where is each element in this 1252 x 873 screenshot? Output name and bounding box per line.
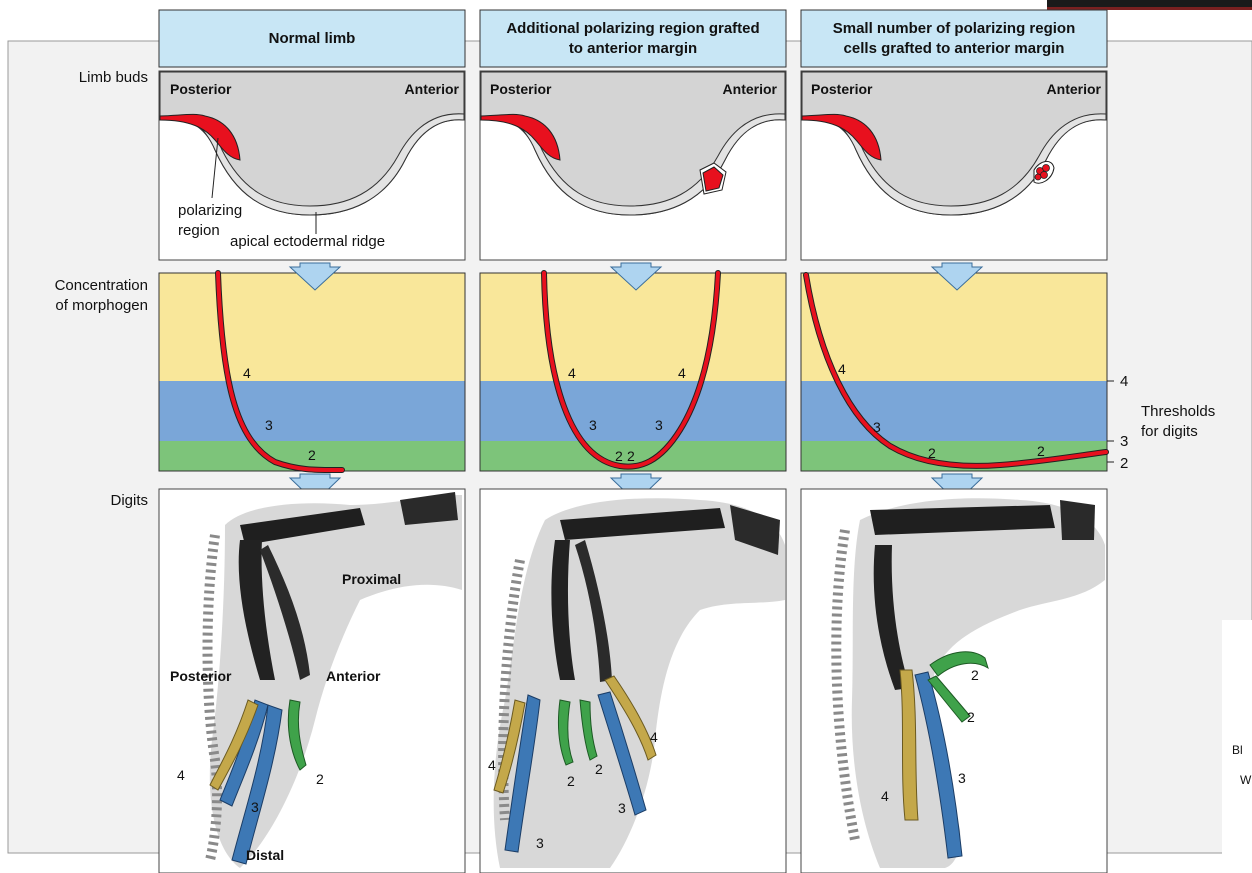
photo2-digit-2a: 2 [567, 773, 575, 789]
header-col1: Normal limb [159, 10, 465, 67]
photo1-posterior: Posterior [170, 668, 232, 684]
header-col2-line1: Additional polarizing region grafted [506, 20, 759, 37]
photo3-digit-4: 4 [881, 788, 889, 804]
right-edge-panel [1222, 620, 1252, 860]
threshold-3: 3 [1120, 433, 1128, 450]
concentration-panel-1: 4 3 2 [159, 273, 465, 471]
limb-bud-panel-1: Posterior Anterior polarizing region api… [159, 71, 465, 260]
polarizing-label-1: polarizing [178, 202, 242, 219]
photo3-digit-2a: 2 [971, 667, 979, 683]
limb-bud-panel-2: Posterior Anterior [480, 71, 786, 260]
header-col2-line2: to anterior margin [569, 40, 697, 57]
curve1-label-3: 3 [265, 417, 273, 433]
curve1-label-2: 2 [308, 447, 316, 463]
digits-photo-2: 4 2 2 3 3 4 [480, 489, 786, 873]
bud2-anterior: Anterior [723, 81, 778, 97]
bud1-posterior: Posterior [170, 81, 232, 97]
header-col3: Small number of polarizing region cells … [801, 10, 1107, 67]
curve2-label-4b: 4 [678, 365, 686, 381]
row-label-concentration-1: Concentration [55, 277, 148, 294]
curve3-label-2b: 2 [1037, 443, 1045, 459]
photo1-digit-2: 2 [316, 771, 324, 787]
edge-text-b: W [1240, 773, 1252, 787]
row-label-concentration-2: of morphogen [55, 297, 148, 314]
concentration-panel-2: 4 3 2 2 3 4 [480, 273, 786, 471]
curve1-label-4: 4 [243, 365, 251, 381]
digits-photo-3: 2 2 3 4 [801, 489, 1107, 873]
limb-bud-panel-3: Posterior Anterior [801, 71, 1107, 260]
edge-text-a: Bl [1232, 743, 1243, 757]
polarizing-label-2: region [178, 222, 220, 239]
thresholds-title-2: for digits [1141, 423, 1198, 440]
thresholds-title-1: Thresholds [1141, 403, 1215, 420]
curve2-label-3a: 3 [589, 417, 597, 433]
threshold-2: 2 [1120, 455, 1128, 472]
photo1-anterior: Anterior [326, 668, 381, 684]
photo1-distal: Distal [246, 847, 284, 863]
curve2-label-2a: 2 [615, 448, 623, 464]
threshold-4: 4 [1120, 373, 1128, 390]
aer-label: apical ectodermal ridge [230, 233, 385, 250]
bud1-anterior: Anterior [405, 81, 460, 97]
header-col3-line1: Small number of polarizing region [833, 20, 1076, 37]
photo2-digit-3b: 3 [618, 800, 626, 816]
photo3-digit-3: 3 [958, 770, 966, 786]
photo1-proximal: Proximal [342, 571, 401, 587]
row-label-limb-buds: Limb buds [79, 69, 148, 86]
photo2-digit-2b: 2 [595, 761, 603, 777]
curve3-label-4: 4 [838, 361, 846, 377]
curve2-label-4a: 4 [568, 365, 576, 381]
photo3-digit-2b: 2 [967, 709, 975, 725]
photo2-digit-3a: 3 [536, 835, 544, 851]
concentration-panel-3: 4 3 2 2 [801, 273, 1107, 471]
bud3-anterior: Anterior [1047, 81, 1102, 97]
bud3-posterior: Posterior [811, 81, 873, 97]
top-right-strip [1047, 0, 1252, 7]
photo2-digit-4a: 4 [488, 757, 496, 773]
photo1-digit-3: 3 [251, 799, 259, 815]
curve2-label-3b: 3 [655, 417, 663, 433]
curve2-label-2b: 2 [627, 448, 635, 464]
curve3-label-2a: 2 [928, 445, 936, 461]
row-label-digits: Digits [110, 492, 148, 509]
bud2-posterior: Posterior [490, 81, 552, 97]
photo1-digit-4: 4 [177, 767, 185, 783]
photo2-digit-4b: 4 [650, 729, 658, 745]
digits-photo-1: Proximal Posterior Anterior Distal 4 3 2 [159, 489, 465, 873]
header-col1-line1: Normal limb [269, 30, 356, 47]
curve3-label-3: 3 [873, 419, 881, 435]
header-col2: Additional polarizing region grafted to … [480, 10, 786, 67]
header-col3-line2: cells grafted to anterior margin [844, 40, 1065, 57]
